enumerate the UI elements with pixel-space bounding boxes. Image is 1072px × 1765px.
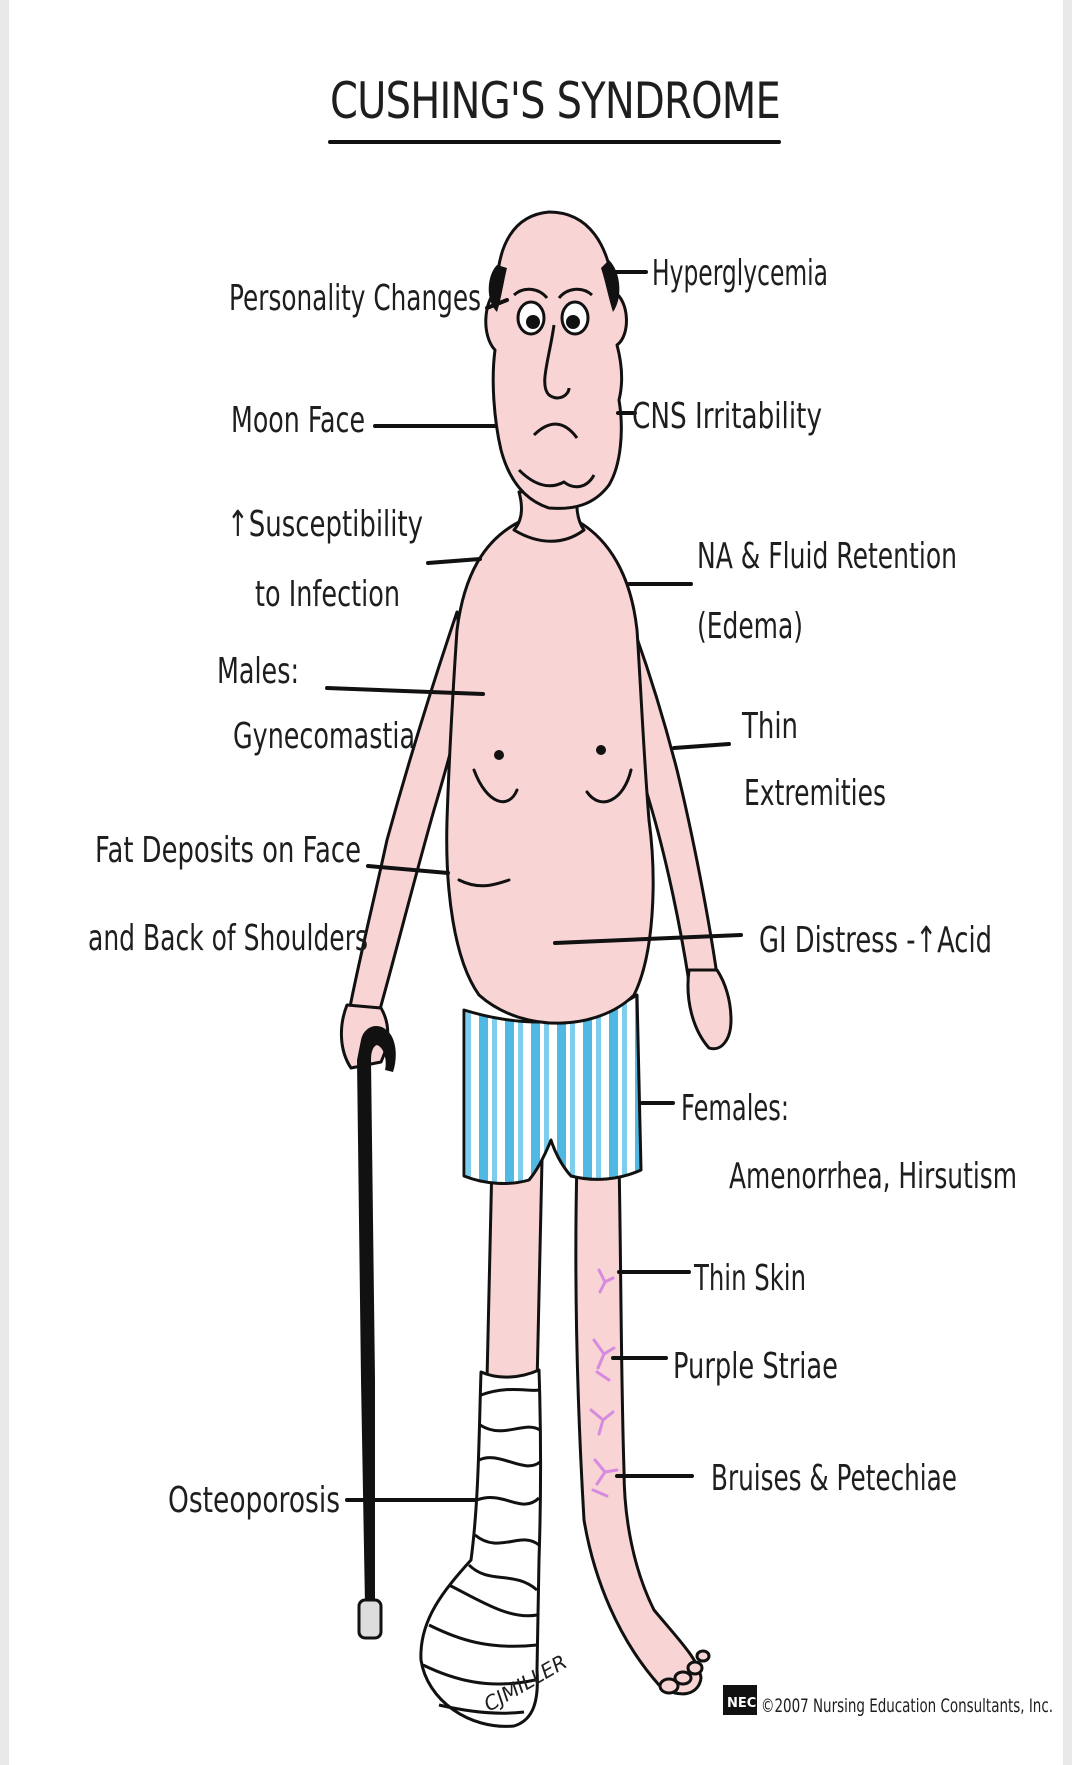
label-males-line1: Males: <box>217 651 299 692</box>
cushings-syndrome-illustration: CUSHING'S SYNDROME <box>9 0 1063 1765</box>
left-nipple <box>494 750 504 760</box>
label-moon-face: Moon Face <box>231 400 365 441</box>
right-nipple <box>596 745 606 755</box>
right-leg <box>576 1160 701 1694</box>
label-fat-deposits-line2: and Back of Shoulders <box>88 918 368 959</box>
label-males-line2: Gynecomastia <box>233 716 415 757</box>
label-gi-distress: GI Distress -↑Acid <box>759 920 992 961</box>
label-females-line1: Females: <box>681 1088 789 1129</box>
label-fat-deposits-line1: Fat Deposits on Face <box>95 830 361 871</box>
label-thin-skin: Thin Skin <box>693 1258 806 1299</box>
nec-logo-text: NEC <box>727 1696 756 1711</box>
figure-card: CUSHING'S SYNDROME <box>9 0 1063 1765</box>
label-personality-changes: Personality Changes <box>229 278 481 319</box>
copyright-text: ©2007 Nursing Education Consultants, Inc… <box>761 1695 1053 1717</box>
label-bruises-petechiae: Bruises & Petechiae <box>711 1458 957 1499</box>
label-hyperglycemia: Hyperglycemia <box>652 253 828 294</box>
label-na-fluid-line2: (Edema) <box>697 606 803 647</box>
label-na-fluid-line1: NA & Fluid Retention <box>697 536 957 577</box>
label-susceptibility-line2: to Infection <box>255 574 400 615</box>
page-title: CUSHING'S SYNDROME <box>330 72 780 130</box>
label-thin-extremities-line1: Thin <box>741 706 798 747</box>
right-hand <box>688 970 731 1049</box>
left-leg <box>487 1160 542 1385</box>
label-purple-striae: Purple Striae <box>673 1346 838 1387</box>
label-cns-irritability: CNS Irritability <box>632 396 822 437</box>
label-susceptibility-line1: ↑Susceptibility <box>227 504 423 545</box>
cane-tip <box>359 1600 381 1638</box>
torso <box>447 522 653 1023</box>
label-thin-extremities-line2: Extremities <box>744 773 886 814</box>
head <box>486 212 627 508</box>
label-females-line2: Amenorrhea, Hirsutism <box>729 1156 1017 1197</box>
cane <box>357 1026 396 1605</box>
label-osteoporosis: Osteoporosis <box>168 1480 340 1521</box>
